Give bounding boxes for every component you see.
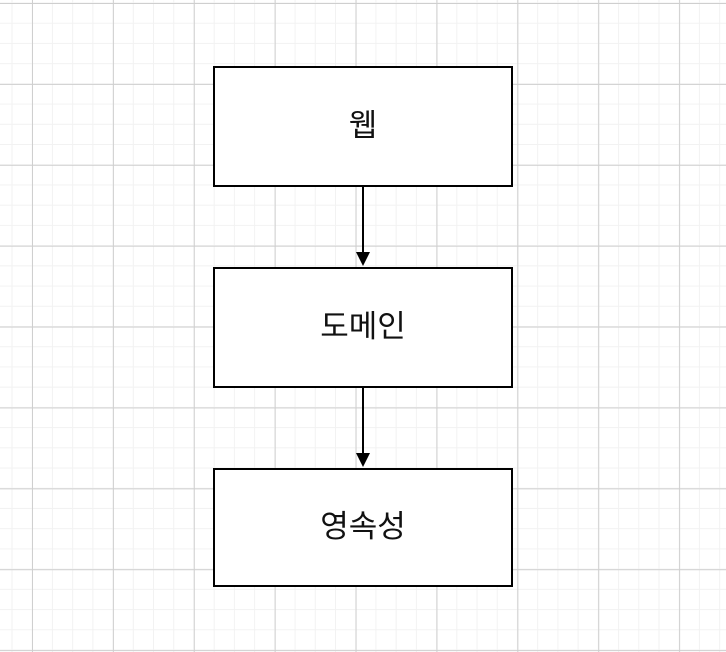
node-web[interactable]: 웹 — [213, 66, 513, 187]
arrowhead-icon — [356, 453, 370, 467]
node-persistence[interactable]: 영속성 — [213, 468, 513, 587]
edge-web-to-domain[interactable] — [343, 185, 383, 269]
edge-domain-to-persistence[interactable] — [343, 386, 383, 470]
arrowhead-icon — [356, 252, 370, 266]
node-persistence-label: 영속성 — [320, 509, 406, 545]
node-web-label: 웹 — [348, 108, 378, 144]
node-domain[interactable]: 도메인 — [213, 267, 513, 388]
node-domain-label: 도메인 — [320, 309, 406, 345]
